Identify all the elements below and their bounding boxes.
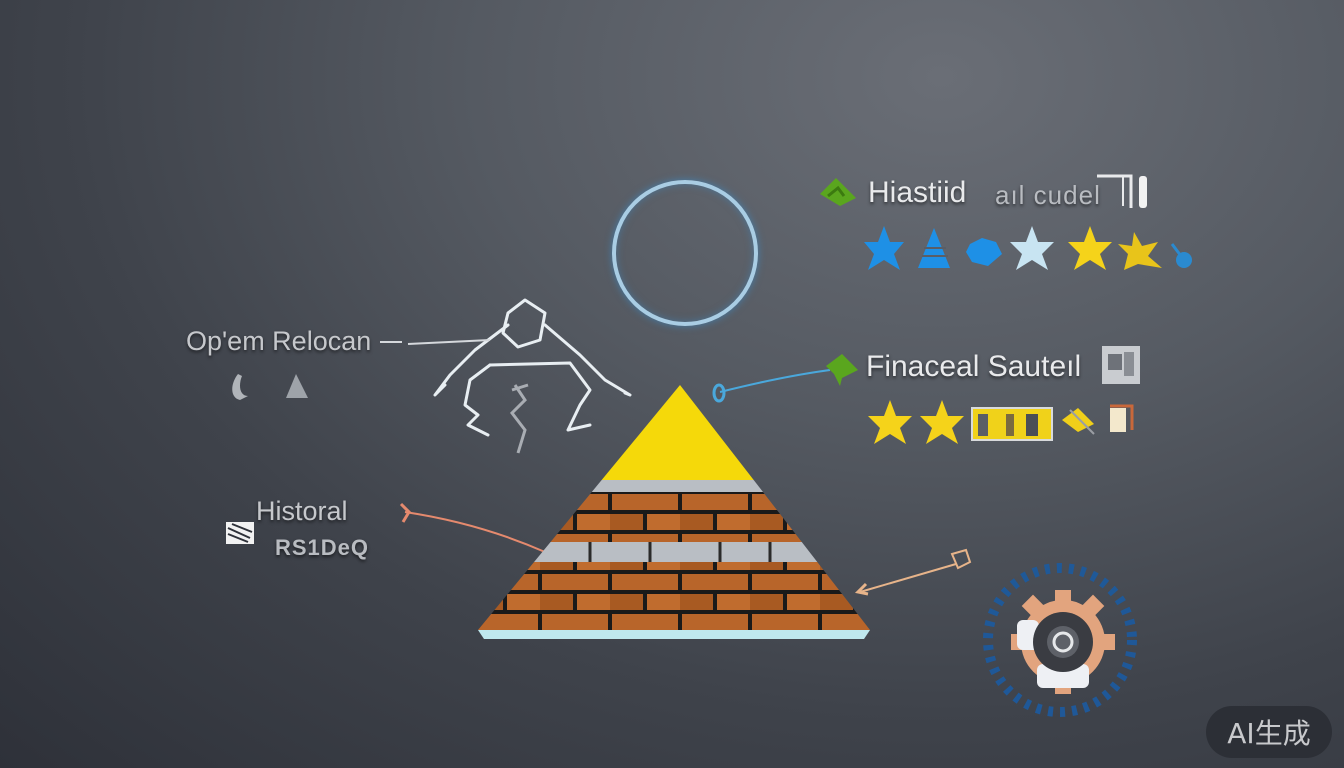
bracket-icon	[1097, 174, 1147, 208]
label-historal: Historal	[256, 496, 348, 526]
pyramid-base	[478, 630, 870, 639]
label-open-relocation: Op'em Relocan	[186, 326, 372, 356]
panel-icon	[1102, 346, 1140, 384]
yellow-star-icon	[1118, 232, 1162, 270]
glowing-ring-icon	[612, 180, 758, 326]
connector-middle-right	[712, 369, 831, 403]
striped-flag-icon	[226, 522, 254, 544]
label-financial: Finaceal Sauteıl	[866, 350, 1082, 383]
label-hiastiid-subtitle: aıl cudel	[995, 180, 1101, 210]
light-blue-star-icon	[1010, 226, 1054, 270]
stone-band-upper	[478, 480, 870, 492]
connector-left-upper	[380, 339, 491, 345]
glyph-ring	[983, 563, 1137, 717]
ai-generated-badge: AI生成	[1206, 706, 1332, 758]
green-leaf-icon	[826, 354, 858, 386]
blue-gem-icon	[966, 238, 1002, 266]
gear-camera-icon	[983, 563, 1137, 717]
stone-band-middle	[478, 542, 870, 562]
blue-star-icon	[864, 226, 904, 270]
cup-icon	[1110, 408, 1126, 432]
green-leaf-icon	[820, 178, 856, 206]
brick-pyramid	[478, 385, 870, 639]
triangle-mark	[286, 374, 308, 398]
line-figure-icon	[433, 298, 632, 454]
yellow-star-icon	[920, 400, 964, 444]
crescent-mark	[232, 374, 248, 400]
marks-row	[232, 374, 308, 400]
connector-lower-right	[854, 548, 972, 596]
rating-row-top	[864, 226, 1192, 270]
label-historal-subtitle: RS1DeQ	[275, 535, 370, 560]
rating-row-middle	[868, 400, 1134, 444]
label-hiastiid: Hiastiid	[868, 176, 967, 209]
yellow-star-icon	[868, 400, 912, 444]
yellow-star-icon	[1068, 226, 1112, 270]
connector-left-lower	[399, 502, 546, 553]
